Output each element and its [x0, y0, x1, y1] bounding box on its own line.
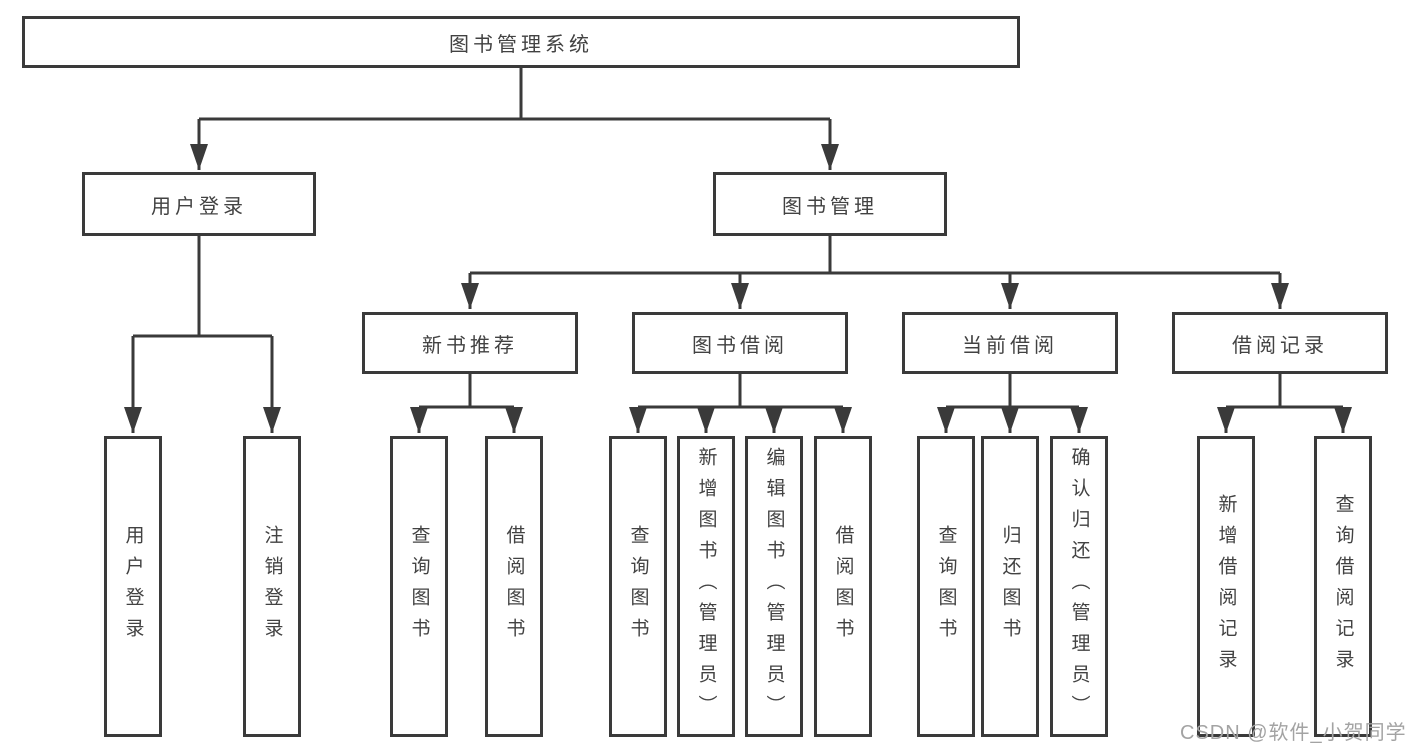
leaf-query-books-recommend-label: 查询图书: [408, 524, 430, 649]
node-book-management: 图书管理: [713, 172, 947, 236]
leaf-query-borrow-record-label: 查询借阅记录: [1332, 493, 1354, 680]
leaf-query-borrow-record: 查询借阅记录: [1314, 436, 1372, 737]
node-book-management-label: 图书管理: [782, 195, 878, 218]
node-new-book-recommendation-label: 新书推荐: [422, 334, 518, 357]
node-book-management-system: 图书管理系统: [22, 16, 1020, 68]
leaf-return-books: 归还图书: [981, 436, 1039, 737]
leaf-query-books-borrow-label: 查询图书: [627, 524, 649, 649]
leaf-user-login: 用户登录: [104, 436, 162, 737]
leaf-confirm-return-admin-label: 确认归还（管理员）: [1068, 447, 1090, 726]
node-current-borrowing: 当前借阅: [902, 312, 1118, 374]
leaf-user-login-label: 用户登录: [122, 524, 144, 649]
leaf-borrow-books-recommend-label: 借阅图书: [503, 524, 525, 649]
leaf-logout: 注销登录: [243, 436, 301, 737]
leaf-query-books-current-label: 查询图书: [935, 524, 957, 649]
leaf-borrow-books: 借阅图书: [814, 436, 872, 737]
node-borrowing-records-label: 借阅记录: [1232, 334, 1328, 357]
leaf-edit-books-admin-label: 编辑图书（管理员）: [763, 447, 785, 726]
node-book-borrowing: 图书借阅: [632, 312, 848, 374]
node-new-book-recommendation: 新书推荐: [362, 312, 578, 374]
node-book-borrowing-label: 图书借阅: [692, 334, 788, 357]
leaf-borrow-books-recommend: 借阅图书: [485, 436, 543, 737]
leaf-add-books-admin-label: 新增图书（管理员）: [695, 447, 717, 726]
leaf-add-borrow-record-label: 新增借阅记录: [1215, 493, 1237, 680]
leaf-add-books-admin: 新增图书（管理员）: [677, 436, 735, 737]
leaf-edit-books-admin: 编辑图书（管理员）: [745, 436, 803, 737]
leaf-return-books-label: 归还图书: [999, 524, 1021, 649]
leaf-query-books-current: 查询图书: [917, 436, 975, 737]
watermark: CSDN @软件_小贺同学: [1180, 722, 1405, 744]
leaf-logout-label: 注销登录: [261, 524, 283, 649]
node-user-login-label: 用户登录: [151, 195, 247, 218]
node-book-management-system-label: 图书管理系统: [449, 33, 593, 56]
leaf-query-books-borrow: 查询图书: [609, 436, 667, 737]
leaf-add-borrow-record: 新增借阅记录: [1197, 436, 1255, 737]
leaf-borrow-books-label: 借阅图书: [832, 524, 854, 649]
node-current-borrowing-label: 当前借阅: [962, 334, 1058, 357]
leaf-query-books-recommend: 查询图书: [390, 436, 448, 737]
leaf-confirm-return-admin: 确认归还（管理员）: [1050, 436, 1108, 737]
node-borrowing-records: 借阅记录: [1172, 312, 1388, 374]
node-user-login: 用户登录: [82, 172, 316, 236]
